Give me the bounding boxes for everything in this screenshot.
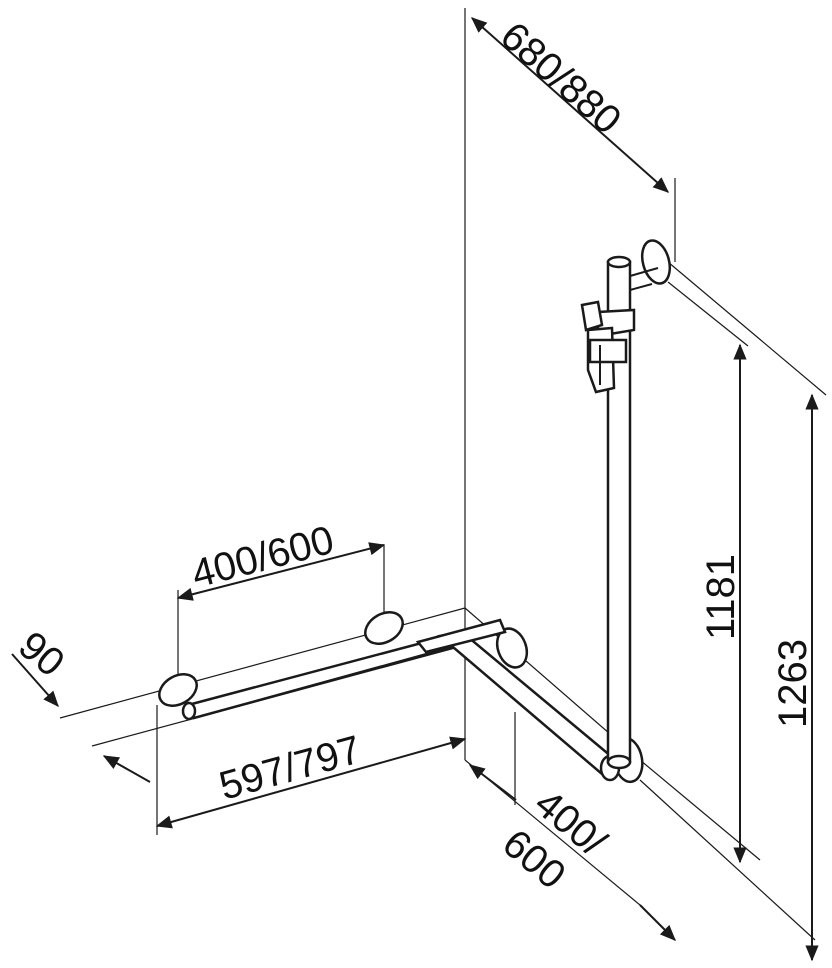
dimension-vertical-height: 1181 xyxy=(667,281,749,864)
dimension-total-height: 1263 xyxy=(667,261,827,962)
grab-bar xyxy=(158,611,644,784)
dimension-rail-length: 400/600 xyxy=(176,518,386,684)
dimension-label-depth: 90 xyxy=(10,623,72,685)
dimension-depth: 90 xyxy=(10,623,151,783)
dimension-bar-length: 597/797 xyxy=(155,705,467,835)
dimension-label-vertical-height: 1181 xyxy=(699,554,743,640)
dimension-label-bar-length: 597/797 xyxy=(215,728,366,809)
dimension-label-rail-length: 400/600 xyxy=(187,518,338,597)
shower-holder xyxy=(580,300,636,394)
dimension-label-top-offset: 680/880 xyxy=(492,14,629,143)
dimension-top-offset: 680/880 xyxy=(471,14,676,262)
wall-lines xyxy=(59,8,816,941)
dimension-label-total-height: 1263 xyxy=(771,639,815,728)
